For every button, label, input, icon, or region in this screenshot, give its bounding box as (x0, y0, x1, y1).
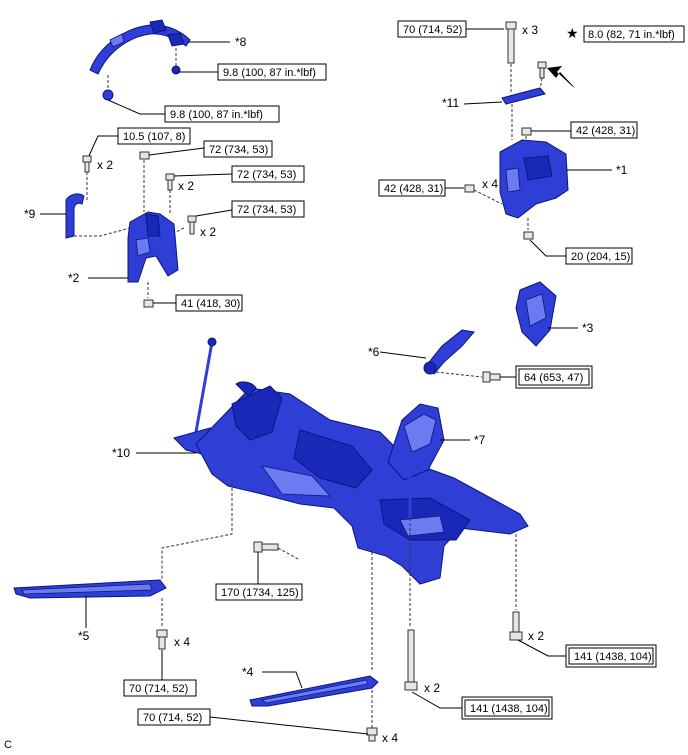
part-label-7: *7 (474, 433, 486, 447)
long-bolt-141a-icon (404, 629, 418, 691)
part-label-4: *4 (242, 665, 254, 679)
svg-text:41 (418, 30): 41 (418, 30) (181, 298, 240, 310)
torque-spec-70-mid: 70 (714, 52) (123, 679, 197, 697)
qty-x3: x 3 (522, 23, 538, 37)
torque-spec-8-lower: 9.8 (100, 87 in.*lbf) (107, 99, 280, 123)
nut-42b-icon (464, 184, 475, 193)
svg-text:42 (428, 31): 42 (428, 31) (384, 183, 443, 195)
part-label-6: *6 (368, 345, 380, 359)
qty-x4-mid: x 4 (174, 635, 190, 649)
qty-x4-bot: x 4 (382, 731, 398, 745)
qty-x2-141b: x 2 (424, 681, 440, 695)
torque-spec-42-a: 42 (428, 31) (531, 121, 638, 139)
torque-spec-8-0: 8.0 (82, 71 in.*lbf) (583, 25, 685, 43)
bolt-72b-icon (165, 173, 175, 191)
subframe-assembly (173, 337, 529, 585)
part-label-10: *10 (112, 446, 130, 460)
nut-72a-icon (139, 151, 150, 160)
part-label-8: *8 (235, 35, 247, 49)
small-bolt-icon (537, 61, 547, 79)
part-label-5: *5 (78, 629, 90, 643)
qty-x4-a: x 4 (482, 177, 498, 191)
svg-text:10.5 (107, 8): 10.5 (107, 8) (123, 131, 185, 143)
torque-spec-64: 64 (653, 47) (500, 365, 593, 389)
svg-text:70 (714, 52): 70 (714, 52) (403, 24, 462, 36)
torque-spec-141-a: 141 (1438, 104) (517, 639, 657, 668)
torque-spec-70-top: 70 (714, 52) (397, 20, 467, 38)
svg-text:64 (653, 47): 64 (653, 47) (524, 372, 583, 384)
torque-spec-10-5: 10.5 (107, 8) (117, 127, 191, 145)
torque-spec-141-b: 141 (1438, 104) (411, 691, 553, 720)
bolt-141-right-icon (509, 611, 523, 641)
svg-text:9.8 (100, 87 in.*lbf): 9.8 (100, 87 in.*lbf) (170, 109, 263, 121)
svg-text:70 (714, 52): 70 (714, 52) (143, 712, 202, 724)
part-label-2: *2 (68, 271, 80, 285)
bolt-70-mid-icon (156, 629, 168, 650)
qty-x2-b: x 2 (178, 179, 194, 193)
torque-spec-42-b: 42 (428, 31) (378, 179, 446, 197)
svg-text:8.0 (82, 71 in.*lbf): 8.0 (82, 71 in.*lbf) (588, 29, 675, 41)
brace-part-5 (13, 579, 167, 599)
svg-text:72 (734, 53): 72 (734, 53) (237, 204, 296, 216)
svg-text:170 (1734, 125): 170 (1734, 125) (221, 587, 299, 599)
bracket-part-9 (65, 193, 85, 239)
torque-spec-41: 41 (418, 30) (153, 294, 243, 312)
arrow-icon (547, 66, 575, 88)
svg-text:141 (1438, 104): 141 (1438, 104) (470, 703, 548, 715)
qty-x2-c: x 2 (200, 225, 216, 239)
qty-x2-a: x 2 (97, 158, 113, 172)
bracket-part-2 (127, 211, 179, 283)
svg-text:72 (734, 53): 72 (734, 53) (209, 144, 268, 156)
star-symbol: ★ (566, 25, 579, 41)
nut-42a-icon (521, 127, 532, 136)
cover-part-3 (515, 281, 557, 347)
bolt-170-icon (253, 541, 279, 553)
stabilizer-bar-part-8 (89, 19, 191, 101)
qty-x2-141a: x 2 (528, 629, 544, 643)
bracket-part-11 (501, 87, 546, 105)
nut-20-icon (523, 231, 534, 240)
figure-code: C (4, 739, 12, 751)
bolt-70-bot-icon (366, 727, 378, 742)
svg-text:72 (734, 53): 72 (734, 53) (237, 169, 296, 181)
bolt-9-icon (82, 155, 92, 173)
link-part-6 (423, 329, 475, 375)
part-label-11: *11 (442, 96, 459, 110)
torque-spec-170: 170 (1734, 125) (215, 583, 303, 601)
torque-spec-72-a: 72 (734, 53) (148, 140, 273, 158)
torque-spec-72-c: 72 (734, 53) (195, 200, 305, 218)
brace-part-4 (249, 675, 379, 707)
svg-text:70 (714, 52): 70 (714, 52) (129, 683, 188, 695)
bolt-64-icon (482, 371, 501, 383)
long-bolt-top-icon (505, 21, 517, 64)
svg-text:141 (1438, 104): 141 (1438, 104) (574, 651, 652, 663)
nut-41-icon (143, 299, 154, 308)
torque-spec-70-bot: 70 (714, 52) (137, 708, 369, 735)
torque-spec-20: 20 (204, 15) (529, 239, 633, 265)
torque-spec-8-nut: 9.8 (100, 87 in.*lbf) (178, 63, 327, 81)
svg-text:9.8 (100, 87 in.*lbf): 9.8 (100, 87 in.*lbf) (223, 67, 316, 79)
svg-text:42 (428, 31): 42 (428, 31) (576, 125, 635, 137)
part-label-1: *1 (616, 163, 628, 177)
svg-text:20 (204, 15): 20 (204, 15) (571, 251, 630, 263)
torque-spec-72-b: 72 (734, 53) (173, 165, 305, 183)
part-label-3: *3 (582, 321, 594, 335)
bracket-part-1 (499, 139, 569, 219)
bolt-72c-icon (187, 215, 197, 235)
part-label-9: *9 (24, 207, 36, 221)
